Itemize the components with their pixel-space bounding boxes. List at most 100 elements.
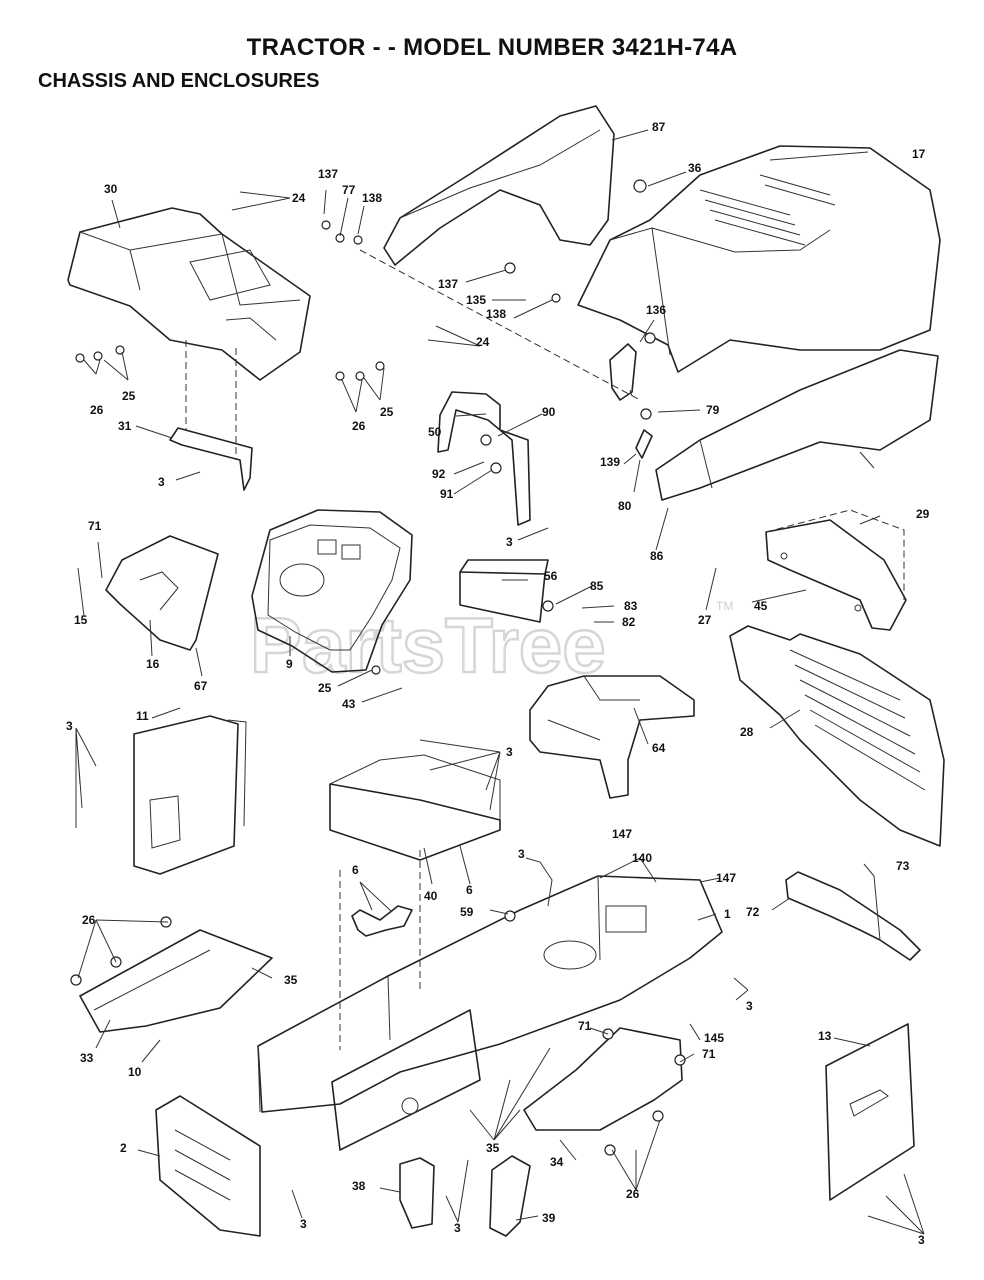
alignment-line	[339, 850, 421, 1050]
side-plate-right-part	[825, 1023, 915, 1201]
callout-30: 30	[104, 182, 118, 196]
battery-tray-part	[459, 559, 549, 623]
callout-34: 34	[550, 1155, 564, 1169]
console-part	[251, 509, 413, 673]
callout-15: 15	[74, 613, 88, 627]
callout-138-top: 138	[362, 191, 382, 205]
front-support-part	[529, 675, 695, 799]
callout-11: 11	[136, 709, 149, 723]
callout-26-b: 26	[626, 1187, 640, 1201]
callout-71: 71	[578, 1019, 592, 1033]
grille-frame-part	[765, 509, 907, 631]
callout-25-mid: 25	[380, 405, 394, 419]
callout-2: 2	[120, 1141, 127, 1155]
callout-87: 87	[652, 120, 666, 134]
foot-plate-part	[79, 929, 273, 1033]
hardware	[70, 179, 686, 1156]
callout-3-i: 3	[918, 1233, 925, 1247]
callout-16: 16	[146, 657, 160, 671]
callout-10: 10	[128, 1065, 142, 1079]
callout-147: 147	[716, 871, 736, 885]
callout-24-top: 24	[292, 191, 306, 205]
callout-83: 83	[624, 599, 638, 613]
alignment-line	[185, 340, 237, 460]
callout-147-top: 147	[612, 827, 632, 841]
callout-43: 43	[342, 697, 356, 711]
callout-labels: 87 36 17 30 24 137 77 138 137 135 138 13…	[66, 120, 930, 1247]
callout-25: 25	[318, 681, 332, 695]
callout-3-c: 3	[66, 719, 73, 733]
callout-3-g: 3	[454, 1221, 461, 1235]
clip-part	[351, 905, 413, 937]
callout-136: 136	[646, 303, 666, 317]
hood-link-part	[635, 429, 653, 459]
callout-33: 33	[80, 1051, 94, 1065]
callout-80: 80	[618, 499, 632, 513]
callout-77: 77	[342, 183, 356, 197]
callout-26-a: 26	[82, 913, 96, 927]
callout-6: 6	[466, 883, 473, 897]
callout-35-b: 35	[486, 1141, 500, 1155]
callout-3-b: 3	[506, 535, 513, 549]
callout-24: 24	[476, 335, 490, 349]
callout-79: 79	[706, 403, 720, 417]
callout-71-b: 71	[702, 1047, 716, 1061]
callout-82: 82	[622, 615, 636, 629]
shield-part	[105, 535, 219, 651]
callout-13: 13	[818, 1029, 832, 1043]
callout-137: 137	[438, 277, 458, 291]
callout-91: 91	[440, 487, 454, 501]
callout-85: 85	[590, 579, 604, 593]
battery-plate-part	[329, 754, 501, 861]
alignment-line	[359, 249, 641, 401]
callout-139: 139	[600, 455, 620, 469]
callout-27: 27	[698, 613, 712, 627]
callout-66: 67	[194, 679, 208, 693]
callout-40: 40	[424, 889, 438, 903]
rear-plate-part	[155, 1095, 261, 1237]
callout-140: 140	[632, 851, 652, 865]
callout-145: 145	[704, 1031, 724, 1045]
pedal-bracket-part	[399, 1157, 435, 1229]
rear-fender-part	[67, 207, 311, 381]
callout-1: 1	[724, 907, 731, 921]
fender-bracket-part	[169, 427, 253, 491]
front-bracket-part	[785, 871, 921, 961]
callout-67: 71	[88, 519, 102, 533]
callout-135: 135	[466, 293, 486, 307]
callout-138: 138	[486, 307, 506, 321]
callout-64: 64	[652, 741, 666, 755]
callout-29: 29	[916, 507, 930, 521]
hood-bracket-part	[437, 391, 531, 526]
callout-25-left: 25	[122, 389, 136, 403]
dash-panel-part	[383, 105, 615, 266]
callout-36: 36	[688, 161, 702, 175]
callout-17: 17	[912, 147, 926, 161]
lever-bracket-part	[489, 1155, 531, 1237]
callout-3-a: 3	[158, 475, 165, 489]
callout-92: 92	[432, 467, 446, 481]
callout-6-clip: 6	[352, 863, 359, 877]
callout-38: 38	[352, 1179, 366, 1193]
callout-59: 59	[460, 905, 474, 919]
callout-26-mid: 26	[352, 419, 366, 433]
callout-26-left: 26	[90, 403, 104, 417]
leader-lines	[75, 129, 925, 1235]
callout-137-top: 137	[318, 167, 338, 181]
callout-56: 56	[544, 569, 558, 583]
callout-73: 73	[896, 859, 910, 873]
callout-3-d: 3	[506, 745, 513, 759]
hood-hinge-part	[609, 343, 637, 401]
callout-35: 35	[284, 973, 298, 987]
callout-31: 31	[118, 419, 132, 433]
watermark-tm: TM	[716, 599, 733, 613]
callout-9: 9	[286, 657, 293, 671]
page-title: TRACTOR - - MODEL NUMBER 3421H-74A	[246, 34, 738, 61]
section-title: CHASSIS AND ENCLOSURES	[38, 70, 320, 92]
callout-28: 28	[740, 725, 754, 739]
grille-part	[729, 625, 945, 847]
callout-86: 86	[650, 549, 664, 563]
callout-72: 72	[746, 905, 760, 919]
callout-45: 45	[754, 599, 768, 613]
